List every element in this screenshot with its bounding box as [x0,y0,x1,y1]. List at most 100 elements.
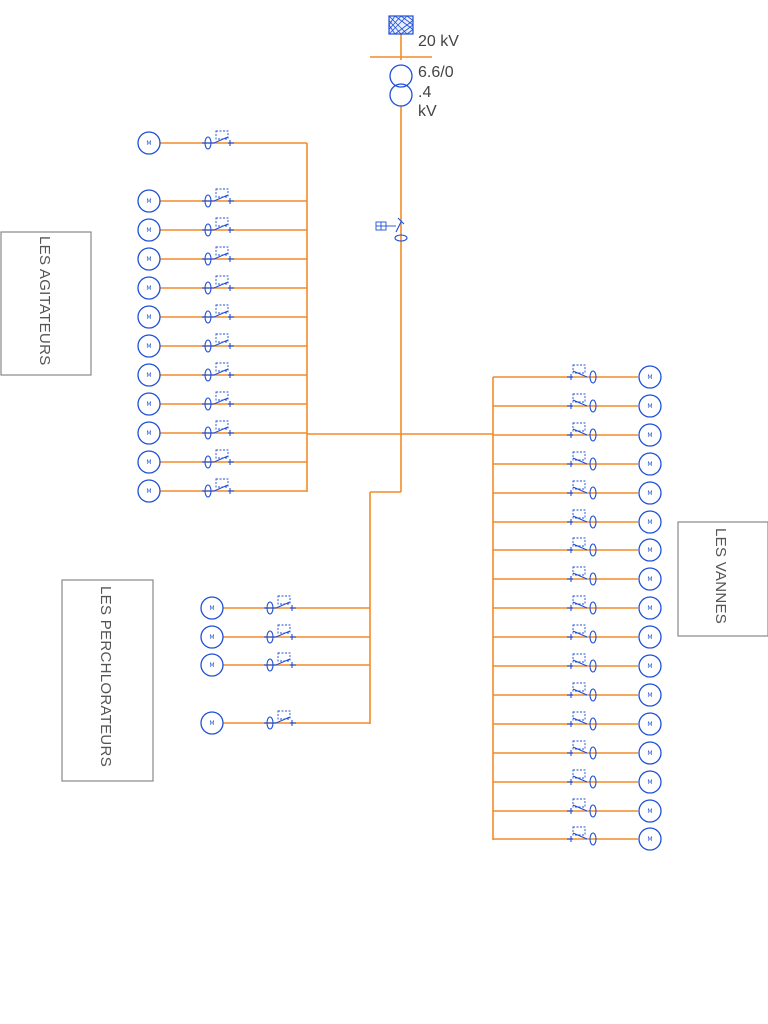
switch-disconnector-icon [567,595,597,615]
switch-disconnector-icon [202,217,234,237]
svg-text:M: M [647,663,652,670]
motor-icon: M [638,827,662,851]
switch-disconnector-icon [264,595,296,615]
switch-disconnector-icon [567,740,597,760]
motor-icon: M [638,538,662,562]
svg-text:M: M [647,374,652,381]
svg-text:M: M [146,488,151,495]
switch-disconnector-icon [202,391,234,411]
motor-icon: M [638,799,662,823]
svg-text:M: M [146,401,151,408]
svg-text:M: M [647,403,652,410]
motor-icon: M [638,481,662,505]
switch-disconnector-icon [202,362,234,382]
busbars-and-feeders [160,34,638,840]
svg-text:M: M [647,576,652,583]
motor-icon: M [137,421,161,445]
motor-icon: M [638,394,662,418]
motor-icon: M [638,510,662,534]
switch-disconnector-icon [567,364,597,384]
motor-icon: M [638,741,662,765]
svg-text:M: M [647,519,652,526]
switch-disconnector-icon [567,624,597,644]
svg-text:M: M [647,779,652,786]
motor-icon: M [137,334,161,358]
motor-icon: M [137,450,161,474]
switch-disconnector-icon [567,826,597,846]
motor-icon: M [200,711,224,735]
motor-icon: M [638,683,662,707]
motor-icon: M [638,365,662,389]
svg-text:M: M [146,256,151,263]
electrical-symbols: M M M M M M M M M M M M M M M M M M M M M M M M M M M M M M M M M [137,15,662,851]
vannes-group-box: LES VANNES [677,521,768,637]
switch-disconnector-icon [567,537,597,557]
perchlorateurs-group-box: LES PERCHLORATEURS [61,579,154,782]
svg-text:M: M [146,140,151,147]
svg-text:M: M [647,750,652,757]
switch-disconnector-icon [567,653,597,673]
switch-disconnector-icon [202,188,234,208]
switch-disconnector-icon [202,478,234,498]
motor-icon: M [137,218,161,242]
svg-text:M: M [146,227,151,234]
svg-text:M: M [647,634,652,641]
agitateurs-group-box: LES AGITATEURS [0,231,92,376]
motor-icon: M [638,596,662,620]
svg-text:M: M [146,430,151,437]
switch-disconnector-icon [567,769,597,789]
svg-text:M: M [146,343,151,350]
switch-disconnector-icon [567,711,597,731]
svg-text:M: M [209,720,214,727]
switch-disconnector-icon [567,451,597,471]
svg-text:M: M [146,198,151,205]
motor-icon: M [137,247,161,271]
grid-voltage-label: 20 kV [418,33,459,50]
switch-disconnector-icon [264,710,296,730]
svg-text:M: M [647,836,652,843]
motor-icon: M [137,479,161,503]
switch-disconnector-icon [567,682,597,702]
switch-disconnector-icon [202,449,234,469]
svg-text:M: M [647,547,652,554]
switch-disconnector-icon [567,480,597,500]
perchlorateurs-group-label: LES PERCHLORATEURS [97,586,114,767]
transformer-icon [389,64,413,107]
motor-icon: M [137,131,161,155]
svg-text:M: M [647,490,652,497]
svg-text:M: M [647,605,652,612]
motor-icon: M [638,654,662,678]
motor-icon: M [137,363,161,387]
switch-disconnector-icon [567,798,597,818]
motor-icon: M [137,189,161,213]
svg-text:M: M [209,634,214,641]
motor-icon: M [137,305,161,329]
svg-text:M: M [146,459,151,466]
transformer-ratio-line-1: 6.6/0 [418,64,454,81]
svg-text:M: M [647,692,652,699]
motor-icon: M [638,423,662,447]
switch-disconnector-icon [202,275,234,295]
svg-text:M: M [647,432,652,439]
svg-text:M: M [647,721,652,728]
switch-disconnector-icon [567,566,597,586]
switch-disconnector-icon [202,246,234,266]
switch-disconnector-icon [202,333,234,353]
switch-disconnector-icon [264,652,296,672]
motor-icon: M [638,712,662,736]
svg-text:M: M [209,662,214,669]
svg-text:M: M [146,372,151,379]
switch-disconnector-icon [567,393,597,413]
agitateurs-group-label: LES AGITATEURS [36,236,53,366]
motor-icon: M [137,392,161,416]
switch-disconnector-icon [264,624,296,644]
svg-text:M: M [209,605,214,612]
motor-icon: M [638,452,662,476]
motor-icon: M [200,625,224,649]
transformer-ratio-line-2: .4 [418,84,431,101]
switch-disconnector-icon [567,509,597,529]
vannes-group-label: LES VANNES [712,528,729,624]
motor-icon: M [137,276,161,300]
circuit-breaker-icon [375,217,408,242]
